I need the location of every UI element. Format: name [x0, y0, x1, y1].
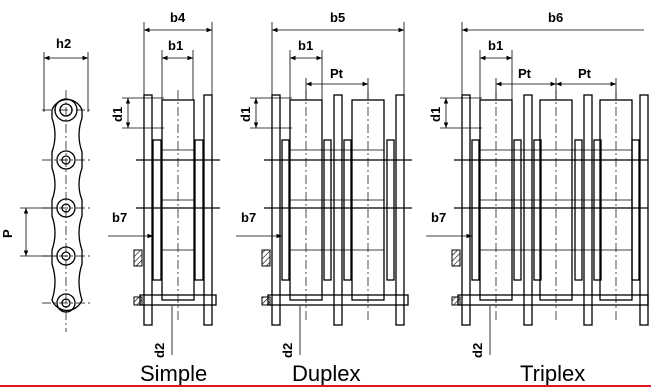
simple-chain-view: b4 b1 b7 d2 Simple — [108, 10, 220, 386]
triplex-chain-view: b6 b1 Pt Pt — [426, 10, 649, 386]
label-pt-triplex-2: Pt — [578, 66, 592, 81]
label-pt-duplex: Pt — [330, 66, 344, 81]
label-b1-triplex: b1 — [488, 38, 503, 53]
label-d1-triplex: d1 — [428, 107, 443, 122]
caption-duplex: Duplex — [292, 361, 360, 386]
label-d1-simple: d1 — [110, 107, 125, 122]
label-b7-simple: b7 — [112, 210, 127, 225]
label-d1-duplex: d1 — [238, 107, 253, 122]
label-d2-simple: d2 — [152, 343, 167, 358]
dim-h2: h2 — [43, 36, 89, 112]
dim-pitch: P — [0, 207, 58, 257]
label-b1-duplex: b1 — [298, 38, 313, 53]
dim-d1-triplex: d1 — [428, 97, 482, 129]
label-pt-triplex-1: Pt — [518, 66, 532, 81]
side-view-chain — [42, 90, 90, 332]
label-b6: b6 — [548, 10, 563, 25]
label-b7-duplex: b7 — [241, 210, 256, 225]
dim-d1-simple: d1 — [110, 97, 164, 129]
label-b4: b4 — [170, 10, 186, 25]
dim-d1-duplex: d1 — [238, 97, 292, 129]
label-p: P — [0, 229, 15, 238]
label-d2-triplex: d2 — [470, 343, 485, 358]
label-d2-duplex: d2 — [280, 343, 295, 358]
caption-simple: Simple — [140, 361, 207, 386]
label-b1-simple: b1 — [168, 38, 183, 53]
duplex-chain-view: b5 b1 Pt b7 d2 — [236, 10, 412, 386]
label-b7-triplex: b7 — [431, 210, 446, 225]
label-b5: b5 — [330, 10, 345, 25]
label-h2: h2 — [56, 36, 71, 51]
caption-triplex: Triplex — [520, 361, 585, 386]
